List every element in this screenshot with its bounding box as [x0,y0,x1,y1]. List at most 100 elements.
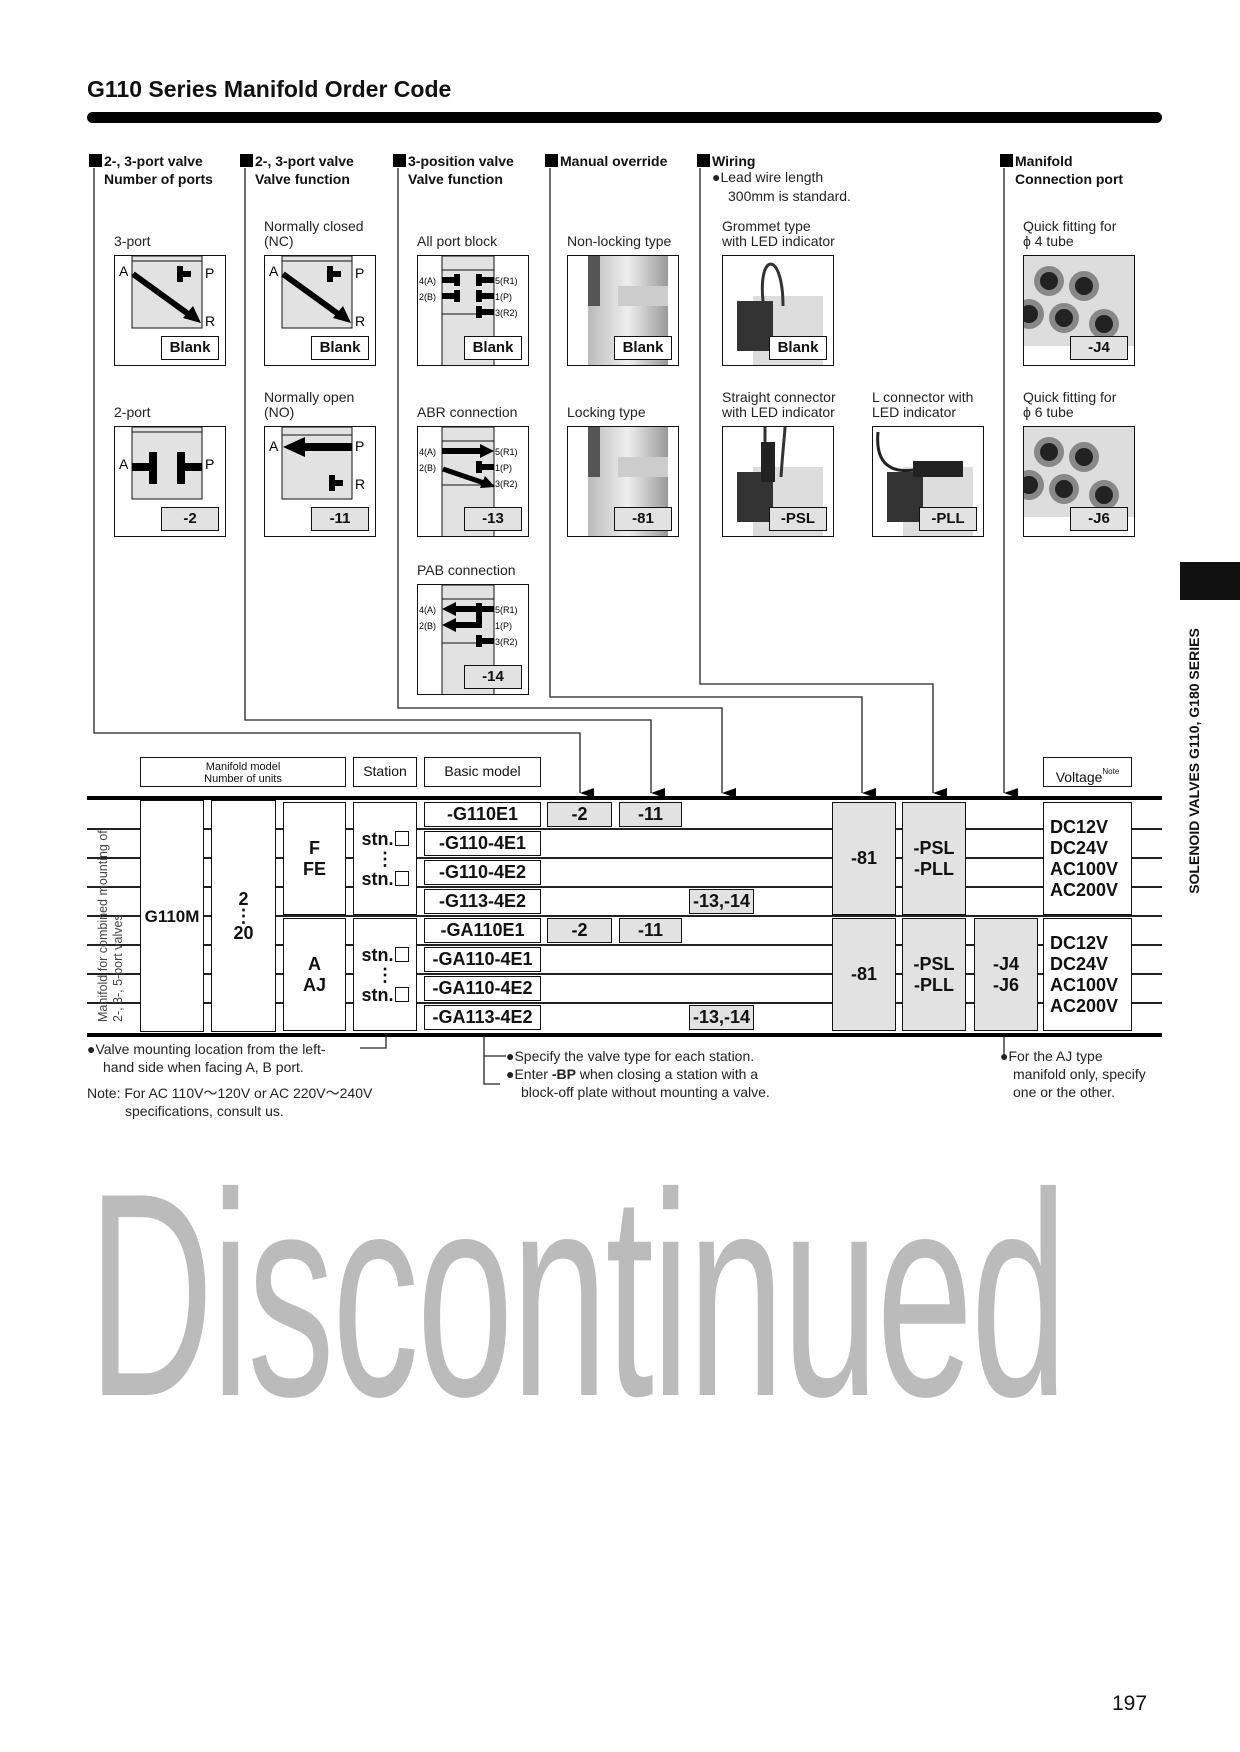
svg-text:3(R2): 3(R2) [495,308,518,318]
option-label: with LED indicator [722,404,835,420]
svg-text:2(B): 2(B) [419,621,436,631]
option-label: ϕ 6 tube [1023,404,1074,420]
svg-text:A: A [119,456,129,472]
manifold-model: G110M [140,800,204,1032]
option-label: PAB connection [417,562,516,578]
three-position-code: -13,-14 [689,1005,754,1030]
fitting-photo-diagram-icon [1024,256,1134,346]
station-value: stn. [361,945,409,965]
option-code: -13 [464,507,522,531]
section-marker-icon [393,154,406,167]
svg-text:3(R2): 3(R2) [495,637,518,647]
header-number-of-units-label: Number of units [204,773,282,785]
basic-model: -GA110-4E1 [424,947,541,972]
note-aj-line1: ●For the AJ type [1000,1048,1103,1064]
section-title-line2: Connection port [1015,171,1124,187]
svg-text:P: P [355,438,364,454]
header-station: Station [353,757,417,787]
note-aj-line2: manifold only, specify [1013,1066,1146,1082]
station-range: stn.⋮stn. [353,802,417,915]
note-specify: ●Specify the valve type for each station… [506,1048,755,1064]
station-number-box[interactable] [394,871,409,886]
option-code: -PLL [919,507,977,531]
option-code: -PSL [769,507,827,531]
voltage-value: DC12V [1050,816,1109,837]
svg-text:5(R1): 5(R1) [495,276,518,286]
manifold-type-value: A [308,953,321,974]
manifold-type-value: AJ [302,974,326,995]
page-title: G110 Series Manifold Order Code [87,76,452,102]
section-header: Wiring [697,152,755,170]
option-2port: A P -2 [114,426,226,537]
table-bottom-rule [87,1033,1162,1037]
station-value: stn. [361,829,409,849]
note-bp-line2: block-off plate without mounting a valve… [521,1084,770,1100]
svg-text:1(P): 1(P) [495,292,512,302]
basic-model: -G110E1 [424,802,541,827]
option-straight-photo: -PSL [722,426,834,537]
svg-text:4(A): 4(A) [419,276,436,286]
row-divider [87,886,1162,888]
section-title-line2: Valve function [408,171,503,187]
header-manifold-model: Manifold model Number of units [140,757,346,787]
station-value: stn. [361,984,409,1005]
option-label: (NO) [264,404,295,420]
units-value: 2 [238,888,249,909]
station-label: stn. [361,984,394,1005]
voltage-value: DC24V [1050,837,1109,858]
station-number-box[interactable] [394,947,409,962]
station-label: stn. [361,868,394,889]
header-voltage-label: Voltage [1055,769,1103,785]
section-marker-icon [89,154,102,167]
row-divider [87,1002,1162,1004]
fitting-photo-diagram-icon [1024,427,1134,517]
option-code: Blank [769,336,827,360]
option-label: Non-locking type [567,233,672,249]
manifold-type-value: FE [302,858,326,879]
station-number-box[interactable] [394,987,409,1002]
section-marker-icon [697,154,710,167]
basic-model: -G110-4E1 [424,831,541,856]
three-position-code: -13,-14 [689,889,754,914]
ports-code: -2 [547,918,612,943]
option-label: L connector with [872,389,974,405]
svg-text:2(B): 2(B) [419,292,436,302]
option-label: with LED indicator [722,233,835,249]
note-voltage-line2: specifications, consult us. [125,1103,284,1119]
option-fitting-photo: -J6 [1023,426,1135,537]
option-code: Blank [161,336,219,360]
section-title-line1: 2-, 3-port valve [255,153,354,169]
option-grommet-photo: Blank [722,255,834,366]
svg-text:P: P [205,456,214,472]
section-title-line1: 3-position valve [408,153,514,169]
section-title-line2: Valve function [255,171,350,187]
voltage-value: DC12V [1050,932,1109,953]
section-header: Manual override [545,152,667,170]
station-value: stn. [361,868,409,889]
section-marker-icon [1000,154,1013,167]
svg-text:1(P): 1(P) [495,621,512,631]
header-manifold-model-label: Manifold model [205,761,281,773]
wiring-note-line1: ●Lead wire length [712,169,824,185]
svg-text:P: P [355,265,364,281]
wiring-code: -PLL [914,974,954,995]
wiring-codes: -PSL-PLL [902,918,966,1031]
function-code: -11 [619,918,682,943]
units-value: 20 [233,922,254,943]
section-marker-icon [240,154,253,167]
option-pab: 4(A)2(B)5(R1)1(P)3(R2)-14 [417,584,529,695]
option-code: Blank [311,336,369,360]
svg-text:R: R [205,313,215,329]
row-divider [87,828,1162,830]
option-code: -2 [161,507,219,531]
station-number-box[interactable] [394,831,409,846]
option-label: Normally closed [264,218,364,234]
function-code: -11 [619,802,682,827]
option-label: LED indicator [872,404,957,420]
option-valve-photo: -81 [567,426,679,537]
table-top-rule [87,796,1162,800]
svg-text:4(A): 4(A) [419,447,436,457]
